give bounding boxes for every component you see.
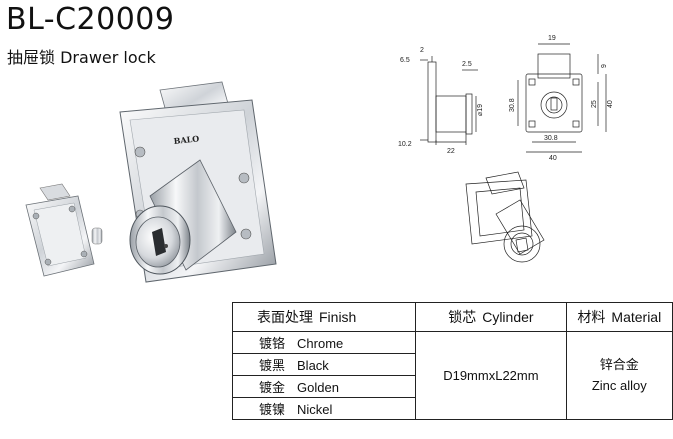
dim-side-d19: ⌀19 [477,104,484,116]
header-finish-en: Finish [319,309,357,325]
model-title: BL-C20009 [6,2,175,37]
brand-mark: BALO [173,133,199,146]
strike-plate [25,183,103,277]
header-cylinder-zh: 锁芯 [448,310,477,326]
dim-front-40-v: 40 [607,100,614,108]
subtitle-en: Drawer lock [60,48,156,67]
finish-zh: 镀金 [259,381,286,396]
material-zh: 锌合金 [599,357,639,373]
header-finish: 表面处理 Finish [231,302,417,332]
finish-cell: 镀金 Golden [231,375,417,398]
assembly-sketch [465,171,545,263]
cylinder-value: D19mmxL22mm [415,331,567,420]
dim-front-30-8-v: 30.8 [509,98,516,112]
finish-cell: 镀铬 Chrome [231,331,417,354]
dim-side-2-5: 2.5 [462,61,472,68]
drawing-dimensions: 2 6.5 2.5 ⌀19 10.2 22 19 9 25 40 30.8 30… [398,35,614,162]
finish-en: Golden [297,380,339,395]
finish-en: Black [297,358,329,373]
finish-zh: 镀黑 [259,359,286,374]
header-material-en: Material [611,309,662,325]
finish-en: Nickel [297,402,333,417]
header-cylinder: 锁芯 Cylinder [415,302,567,332]
finish-cell: 镀镍 Nickel [231,397,417,420]
dim-front-40-h: 40 [549,155,557,162]
dim-side-10-2: 10.2 [398,141,412,148]
dim-side-6-5: 6.5 [400,57,410,64]
header-material-zh: 材料 [577,310,606,326]
header-material: 材料 Material [565,302,673,332]
material-value: 锌合金 Zinc alloy [565,331,673,420]
drawer-lock-body: BALO [119,81,277,283]
product-subtitle: 抽屉锁 Drawer lock [7,44,156,68]
spec-table-header: 表面处理 Finish 锁芯 Cylinder 材料 Material [231,302,673,332]
dim-side-2: 2 [420,47,424,54]
dim-side-22: 22 [447,148,455,155]
dim-side-19: 19 [477,104,484,112]
finish-zh: 镀铬 [259,337,286,352]
header-cylinder-en: Cylinder [482,309,534,325]
table-row: 镀镍 Nickel [231,397,673,420]
dim-front-25: 25 [591,100,598,108]
dim-front-30-8-h: 30.8 [544,135,558,142]
finish-zh: 镀镍 [259,403,286,418]
header-finish-zh: 表面处理 [257,310,313,326]
side-view-drawing [420,56,478,145]
finish-en: Chrome [297,336,344,351]
table-row: 镀铬 Chrome D19mmxL22mm 锌合金 Zinc alloy [231,331,673,420]
spec-table: 表面处理 Finish 锁芯 Cylinder 材料 Material 镀铬 Chrom… [231,302,673,420]
dim-front-19: 19 [548,35,556,42]
subtitle-zh: 抽屉锁 [7,48,56,67]
dim-front-9: 9 [601,64,608,68]
front-view-drawing [517,43,607,153]
material-en: Zinc alloy [591,377,647,393]
finish-cell: 镀黑 Black [231,353,417,376]
